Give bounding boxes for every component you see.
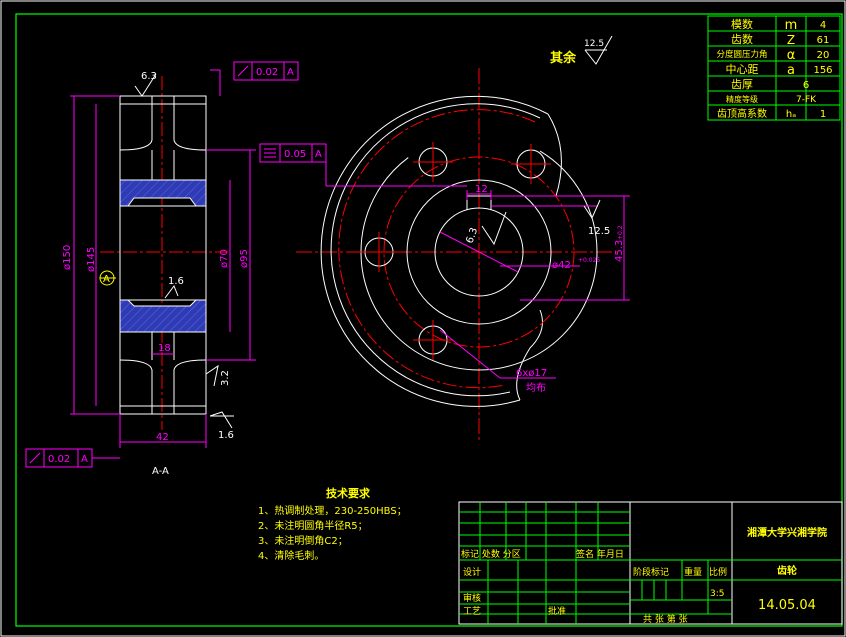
hatch-lower [119, 299, 207, 333]
sign-labels: 签名 年月日 [576, 548, 624, 560]
rough-top: 6.3 [141, 71, 157, 82]
dim-hub-width: 18 [158, 343, 171, 354]
param-name-5: 精度等级 [726, 94, 758, 104]
weight-label: 重量 [684, 566, 702, 578]
tol-bottom-datum: A [81, 454, 88, 465]
tolerance-frame-bottom: 0.02 A [25, 448, 120, 468]
param-name-4: 齿厚 [731, 78, 753, 91]
section-view: ø150 ø145 ø70 ø95 42 18 6.3 1.6 3.2 1.6 … [25, 61, 299, 477]
tol-bottom-value: 0.02 [48, 454, 70, 465]
params-table: 模数 m 4 齿数 Z 61 分度圆压力角 α 20 中心距 a 156 齿厚 … [707, 15, 841, 121]
symmetry-tolerance-frame: 0.05 A [259, 143, 467, 187]
tol-top-datum: A [287, 67, 294, 78]
key-depth: 45.3 [614, 240, 625, 262]
bore-circle [434, 207, 524, 297]
key-depth-tol: +0.2 [617, 225, 624, 240]
param-symbol-3: a [787, 63, 795, 78]
approve-label: 批准 [548, 605, 566, 617]
dim-bore-dia: ø70 [219, 249, 230, 268]
hub-circle [406, 179, 552, 325]
inner-frame [15, 13, 843, 627]
holes-note: 均布 [526, 382, 546, 394]
rough-side: 3.2 [220, 370, 231, 386]
dim-width: 42 [156, 432, 169, 443]
dim-root-dia: ø145 [86, 247, 97, 272]
tol-top-value: 0.02 [256, 67, 278, 78]
param-name-0: 模数 [731, 18, 753, 31]
tech-req-item-3: 3、未注明倒角C2； [258, 534, 348, 547]
sheets-label: 共 张 第 张 [643, 613, 688, 625]
keyway-roughness: 12.5 [588, 226, 610, 237]
other-roughness-value: 12.5 [584, 39, 604, 49]
dim-hub-dia: ø95 [239, 249, 250, 268]
review-label: 审核 [463, 592, 481, 604]
tech-requirements: 技术要求 1、热调制处理，230-250HBS； 2、未注明圆角半径R5； 3、… [258, 486, 407, 562]
school-name: 湘潭大学兴湘学院 [747, 526, 827, 539]
dim-outer-dia: ø150 [62, 245, 73, 270]
rough-web: 1.6 [168, 276, 184, 287]
param-symbol-0: m [785, 18, 798, 33]
key-roughness: 6.3 [464, 226, 480, 245]
tech-req-item-2: 2、未注明圆角半径R5； [258, 519, 368, 532]
part-name: 齿轮 [777, 564, 797, 577]
datum-a-marker: A [103, 274, 110, 285]
param-value-0: 4 [820, 20, 826, 31]
section-label: A-A [152, 466, 169, 477]
title-block: 湘潭大学兴湘学院 齿轮 标记 处数 分区 签名 年月日 设计 审核 工艺 批准 … [458, 501, 843, 625]
stage-mark-label: 阶段标记 [633, 566, 669, 578]
param-symbol-2: α [787, 48, 796, 63]
sym-tol-datum: A [315, 149, 322, 160]
tolerance-frame-top: 0.02 A [210, 61, 299, 96]
param-value-4: 6 [803, 80, 809, 91]
bore-dim: ø42 [552, 260, 571, 271]
gear-outer-arc [320, 95, 549, 407]
other-roughness-label: 其余 [550, 50, 577, 66]
front-view: 12 6.3 12.5 45.3 +0.2 ø42 +0.025 6xø17 均… [259, 68, 630, 440]
param-value-2: 20 [817, 50, 830, 61]
param-value-6: 1 [820, 109, 826, 120]
other-roughness: 其余 12.5 [550, 35, 613, 66]
param-symbol-1: Z [787, 33, 795, 47]
tech-req-item-4: 4、清除毛刺。 [258, 549, 324, 562]
scale-value: 3:5 [710, 589, 724, 599]
param-name-3: 中心距 [726, 63, 759, 76]
param-symbol-6: hₐ [786, 109, 796, 120]
section-outer [119, 95, 207, 415]
param-value-1: 61 [817, 35, 830, 46]
holes-dim: 6xø17 [516, 368, 547, 379]
scale-label: 比例 [709, 566, 727, 578]
keyway [466, 195, 492, 210]
tech-req-item-1: 1、热调制处理，230-250HBS； [258, 504, 407, 517]
param-name-6: 齿顶高系数 [717, 107, 767, 120]
param-name-1: 齿数 [731, 33, 753, 46]
row-labels: 标记 处数 分区 [461, 548, 521, 560]
hatch-upper [119, 179, 207, 207]
param-value-5: 7-FK [796, 95, 817, 105]
param-value-3: 156 [813, 65, 832, 76]
drawing-date: 14.05.04 [758, 598, 816, 613]
keyway-width: 12 [475, 184, 488, 195]
design-label: 设计 [463, 566, 481, 578]
bore-tol: +0.025 [578, 257, 600, 264]
tech-req-title: 技术要求 [326, 486, 371, 500]
rough-bottom: 1.6 [218, 430, 234, 441]
param-name-2: 分度圆压力角 [716, 49, 767, 60]
process-label: 工艺 [463, 606, 481, 617]
sym-tol-value: 0.05 [284, 149, 306, 160]
